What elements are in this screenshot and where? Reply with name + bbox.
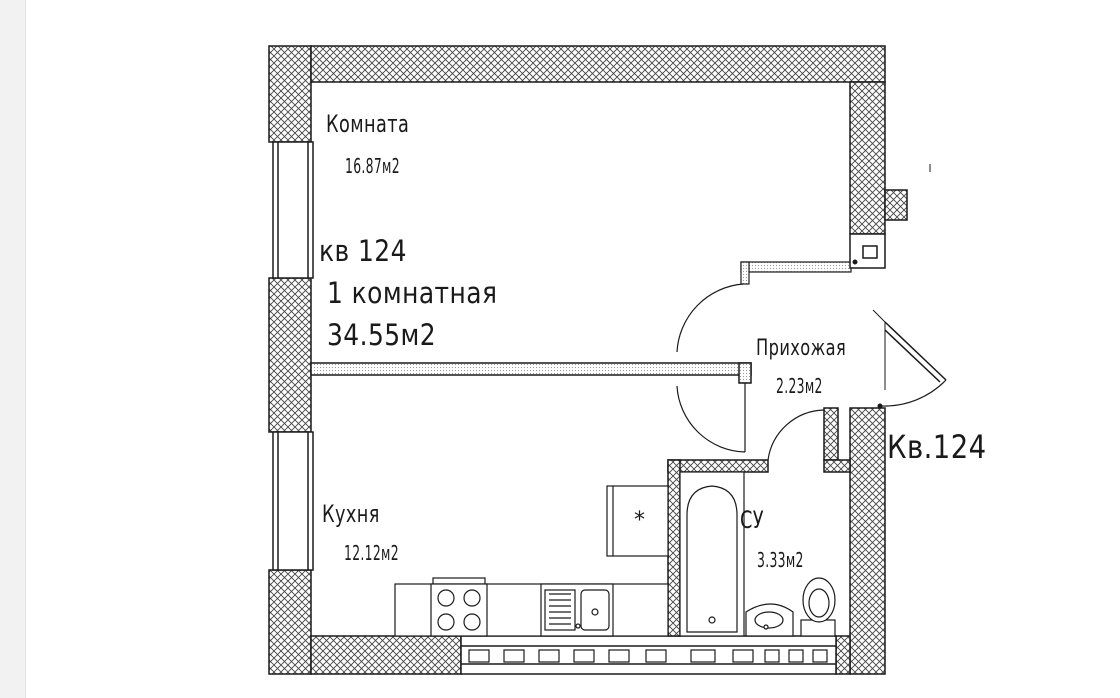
door-kitchen [676, 383, 746, 453]
partition-room-kitchen [310, 362, 752, 384]
apartment-type: 1 комнатная [327, 276, 498, 310]
window-kitchen [272, 431, 314, 571]
floor-plan-drawing [268, 45, 947, 675]
stove-icon [430, 583, 488, 637]
window-room [272, 141, 314, 279]
exterior-walls [268, 45, 908, 675]
door-entrance [880, 321, 947, 407]
entrance-label: Кв.124 [887, 428, 987, 466]
room-area: 16.87м2 [345, 154, 400, 178]
sink-icon [540, 583, 614, 637]
floor-plan-page: Комната 16.87м2 кв 124 1 комнатная 34.55… [25, 0, 1120, 698]
washbasin-icon [745, 603, 794, 637]
bathtub-icon [679, 471, 745, 637]
kitchen-area: 12.12м2 [344, 541, 399, 565]
bathroom-label: СУ [740, 506, 764, 534]
hall-area: 2.23м2 [776, 374, 823, 398]
door-bathroom [767, 409, 825, 461]
apartment-total-area: 34.55м2 [327, 318, 437, 352]
fridge [606, 485, 669, 557]
hall-label: Прихожая [756, 336, 847, 361]
dimension-marks [852, 164, 931, 409]
bottom-wall-vents [460, 635, 837, 675]
room-label: Комната [326, 110, 410, 138]
toilet-icon [800, 577, 836, 637]
partition-hall [740, 261, 852, 285]
fridge-symbol: * [634, 508, 646, 533]
bathroom-area: 3.33м2 [757, 548, 804, 572]
apartment-number: кв 124 [319, 234, 407, 268]
kitchen-label: Кухня [322, 500, 380, 528]
door-room [676, 283, 744, 353]
bathroom-walls [667, 407, 851, 637]
